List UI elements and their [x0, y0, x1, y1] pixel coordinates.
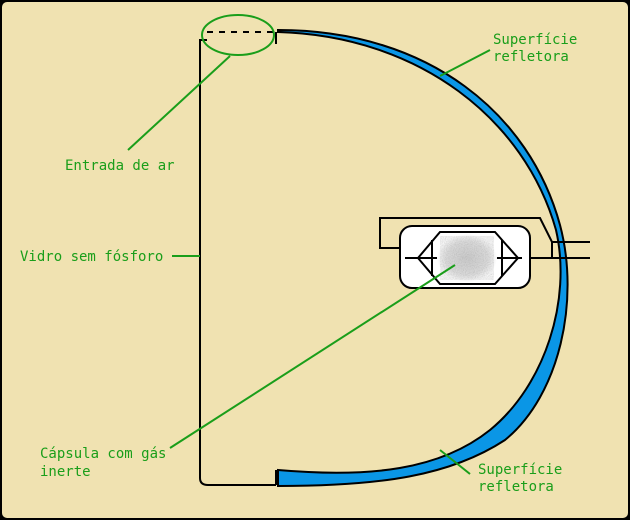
label-reflector-top-1: Superfície	[493, 32, 577, 48]
label-reflector-bottom-1: Superfície	[478, 462, 562, 478]
glass-envelope	[199, 39, 276, 486]
leader-air-inlet	[127, 55, 231, 151]
leader-reflector-bottom	[439, 449, 471, 475]
label-capsule-1: Cápsula com gás	[40, 446, 166, 462]
label-reflector-bottom-2: refletora	[478, 479, 554, 495]
label-glass: Vidro sem fósforo	[20, 249, 163, 265]
label-reflector-top-2: refletora	[493, 49, 569, 65]
reflector-surface	[277, 28, 569, 488]
label-capsule-2: inerte	[40, 464, 91, 480]
arc-noise	[440, 236, 494, 280]
lead-wire-top	[379, 217, 590, 249]
air-inlet-marker	[201, 14, 275, 56]
leader-capsule	[169, 264, 456, 449]
leader-reflector-top	[439, 49, 491, 77]
label-air-inlet: Entrada de ar	[65, 158, 175, 174]
